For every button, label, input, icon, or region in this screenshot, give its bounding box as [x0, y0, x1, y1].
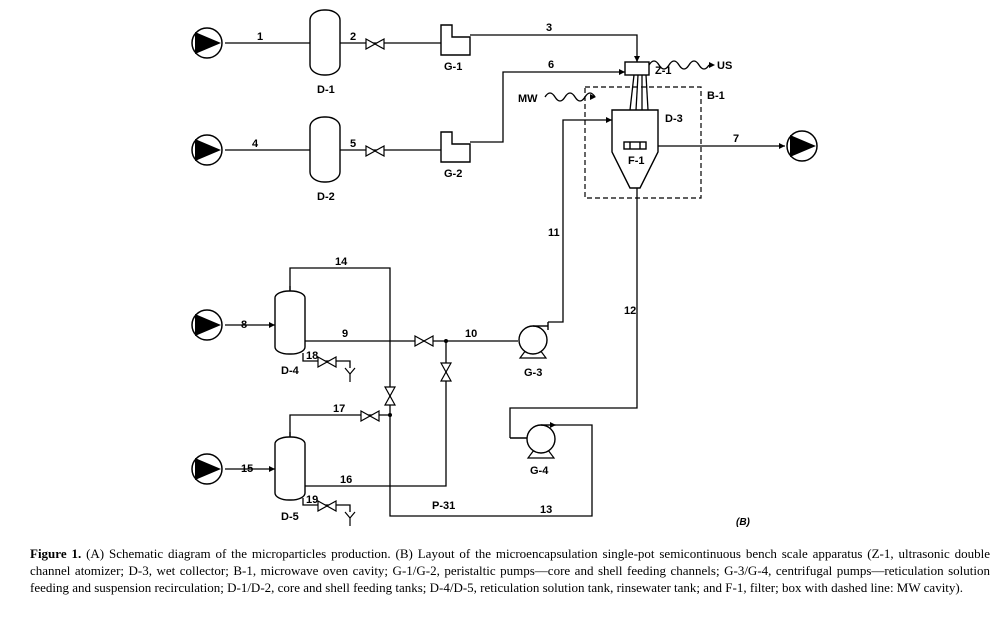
valve-p31-icon: [440, 362, 452, 382]
wet-collector-d3: [611, 109, 659, 189]
valve-13-icon: [384, 386, 396, 406]
label-stream-4: 4: [252, 138, 259, 150]
feed-pump-15-icon: [191, 453, 223, 485]
valve-2-icon: [365, 38, 385, 50]
feed-pump-4-icon: [191, 134, 223, 166]
label-z1: Z-1: [655, 65, 672, 77]
atomizer-z1: [624, 61, 650, 76]
label-g4: G-4: [530, 465, 549, 477]
label-stream-2: 2: [350, 31, 356, 43]
label-g3: G-3: [524, 367, 542, 379]
process-flow-diagram: 1 2 3 4 5 6 7 8 9 10 11 12 13 14 15 16 1…: [191, 9, 818, 528]
peristaltic-pump-g1: [440, 24, 471, 56]
feed-pump-8-icon: [191, 309, 223, 341]
label-stream-8: 8: [241, 319, 247, 331]
label-d2: D-2: [317, 191, 335, 203]
label-stream-16: 16: [340, 474, 352, 486]
label-d4: D-4: [281, 365, 300, 377]
label-stream-9: 9: [342, 328, 348, 340]
label-stream-12: 12: [624, 305, 636, 317]
junction-dots: [388, 339, 448, 417]
centrifugal-pump-g4: [510, 424, 556, 459]
tank-d4: [274, 286, 306, 355]
tank-d5: [274, 432, 306, 501]
label-p31: P-31: [432, 500, 455, 512]
label-d5: D-5: [281, 511, 299, 523]
tank-d2: [309, 116, 341, 183]
label-mw: MW: [518, 93, 538, 105]
label-stream-14: 14: [335, 256, 348, 268]
label-d1: D-1: [317, 84, 335, 96]
mw-arrow-icon: [590, 94, 596, 100]
drain-icons: [344, 367, 356, 526]
valve-9-icon: [414, 335, 434, 347]
label-b1: B-1: [707, 90, 725, 102]
peristaltic-pump-g2: [440, 131, 471, 163]
label-d3: D-3: [665, 113, 683, 125]
valve-5-icon: [365, 145, 385, 157]
label-g1: G-1: [444, 61, 462, 73]
valve-18-icon: [317, 356, 337, 368]
figure-number: Figure 1.: [30, 546, 82, 561]
label-stream-18: 18: [306, 350, 318, 362]
caption-text: (A) Schematic diagram of the micropartic…: [30, 546, 990, 595]
label-stream-6: 6: [548, 59, 554, 71]
valve-19-icon: [317, 500, 337, 512]
label-stream-1: 1: [257, 31, 263, 43]
label-stream-11: 11: [548, 227, 560, 239]
valve-17-icon: [360, 410, 380, 422]
label-stream-15: 15: [241, 463, 253, 475]
label-stream-3: 3: [546, 22, 552, 34]
outlet-pump-7-icon: [786, 130, 818, 162]
tank-d1: [309, 9, 341, 76]
label-us: US: [717, 60, 732, 72]
label-panel-b: (B): [736, 517, 751, 528]
centrifugal-pump-g3: [518, 322, 549, 359]
process-lines: [225, 34, 785, 517]
energy-waves: [544, 60, 710, 102]
figure-caption: Figure 1. (A) Schematic diagram of the m…: [30, 545, 990, 596]
us-arrow-icon: [709, 62, 715, 68]
label-g2: G-2: [444, 168, 462, 180]
label-stream-13: 13: [540, 504, 552, 516]
label-stream-7: 7: [733, 133, 739, 145]
feed-pump-1-icon: [191, 27, 223, 59]
label-stream-17: 17: [333, 403, 345, 415]
label-stream-5: 5: [350, 138, 356, 150]
microwave-cavity-b1: [584, 86, 702, 199]
label-stream-19: 19: [306, 494, 318, 506]
label-f1: F-1: [628, 155, 645, 167]
label-stream-10: 10: [465, 328, 477, 340]
